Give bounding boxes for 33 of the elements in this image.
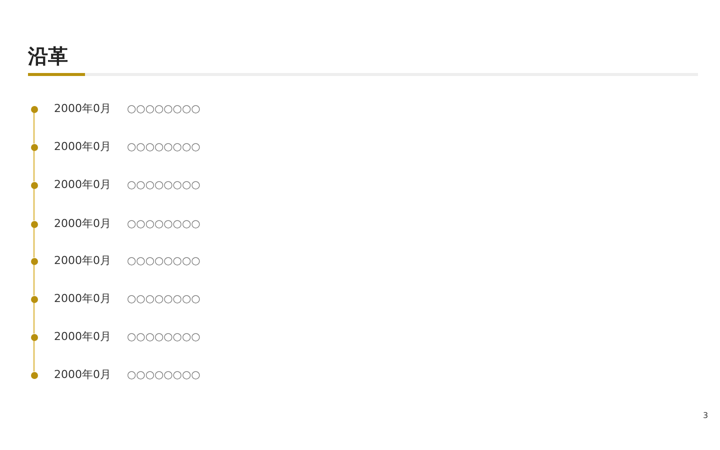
date-text: 2000年0月 [54,217,111,231]
timeline-dot [30,182,38,188]
timeline-line [33,340,35,372]
page-number: 3 [703,410,708,421]
timeline-line [33,264,35,296]
event-text: ○○○○○○○○ [127,178,200,192]
event-text: ○○○○○○○○ [127,330,200,344]
event-text: ○○○○○○○○ [127,254,200,268]
timeline-line [33,228,35,258]
timeline-line [33,302,35,334]
date-text: 2000年0月 [54,292,111,306]
timeline-dot [30,258,38,264]
timeline-line [33,188,35,220]
timeline-dot [30,106,38,112]
date-text: 2000年0月 [54,102,111,116]
date-text: 2000年0月 [54,140,111,154]
timeline-dot [30,334,38,340]
timeline-dot [30,144,38,150]
date-text: 2000年0月 [54,178,111,192]
event-text: ○○○○○○○○ [127,140,200,154]
date-text: 2000年0月 [54,330,111,344]
timeline-dot [30,220,38,228]
timeline-line [33,112,35,144]
timeline-dot [30,372,38,378]
event-text: ○○○○○○○○ [127,217,200,231]
timeline-line [33,150,35,182]
date-text: 2000年0月 [54,368,111,382]
timeline-dot [30,296,38,302]
event-text: ○○○○○○○○ [127,102,200,116]
slide-title: 沿革 [28,44,68,68]
event-text: ○○○○○○○○ [127,292,200,306]
date-text: 2000年0月 [54,254,111,268]
event-text: ○○○○○○○○ [127,368,200,382]
